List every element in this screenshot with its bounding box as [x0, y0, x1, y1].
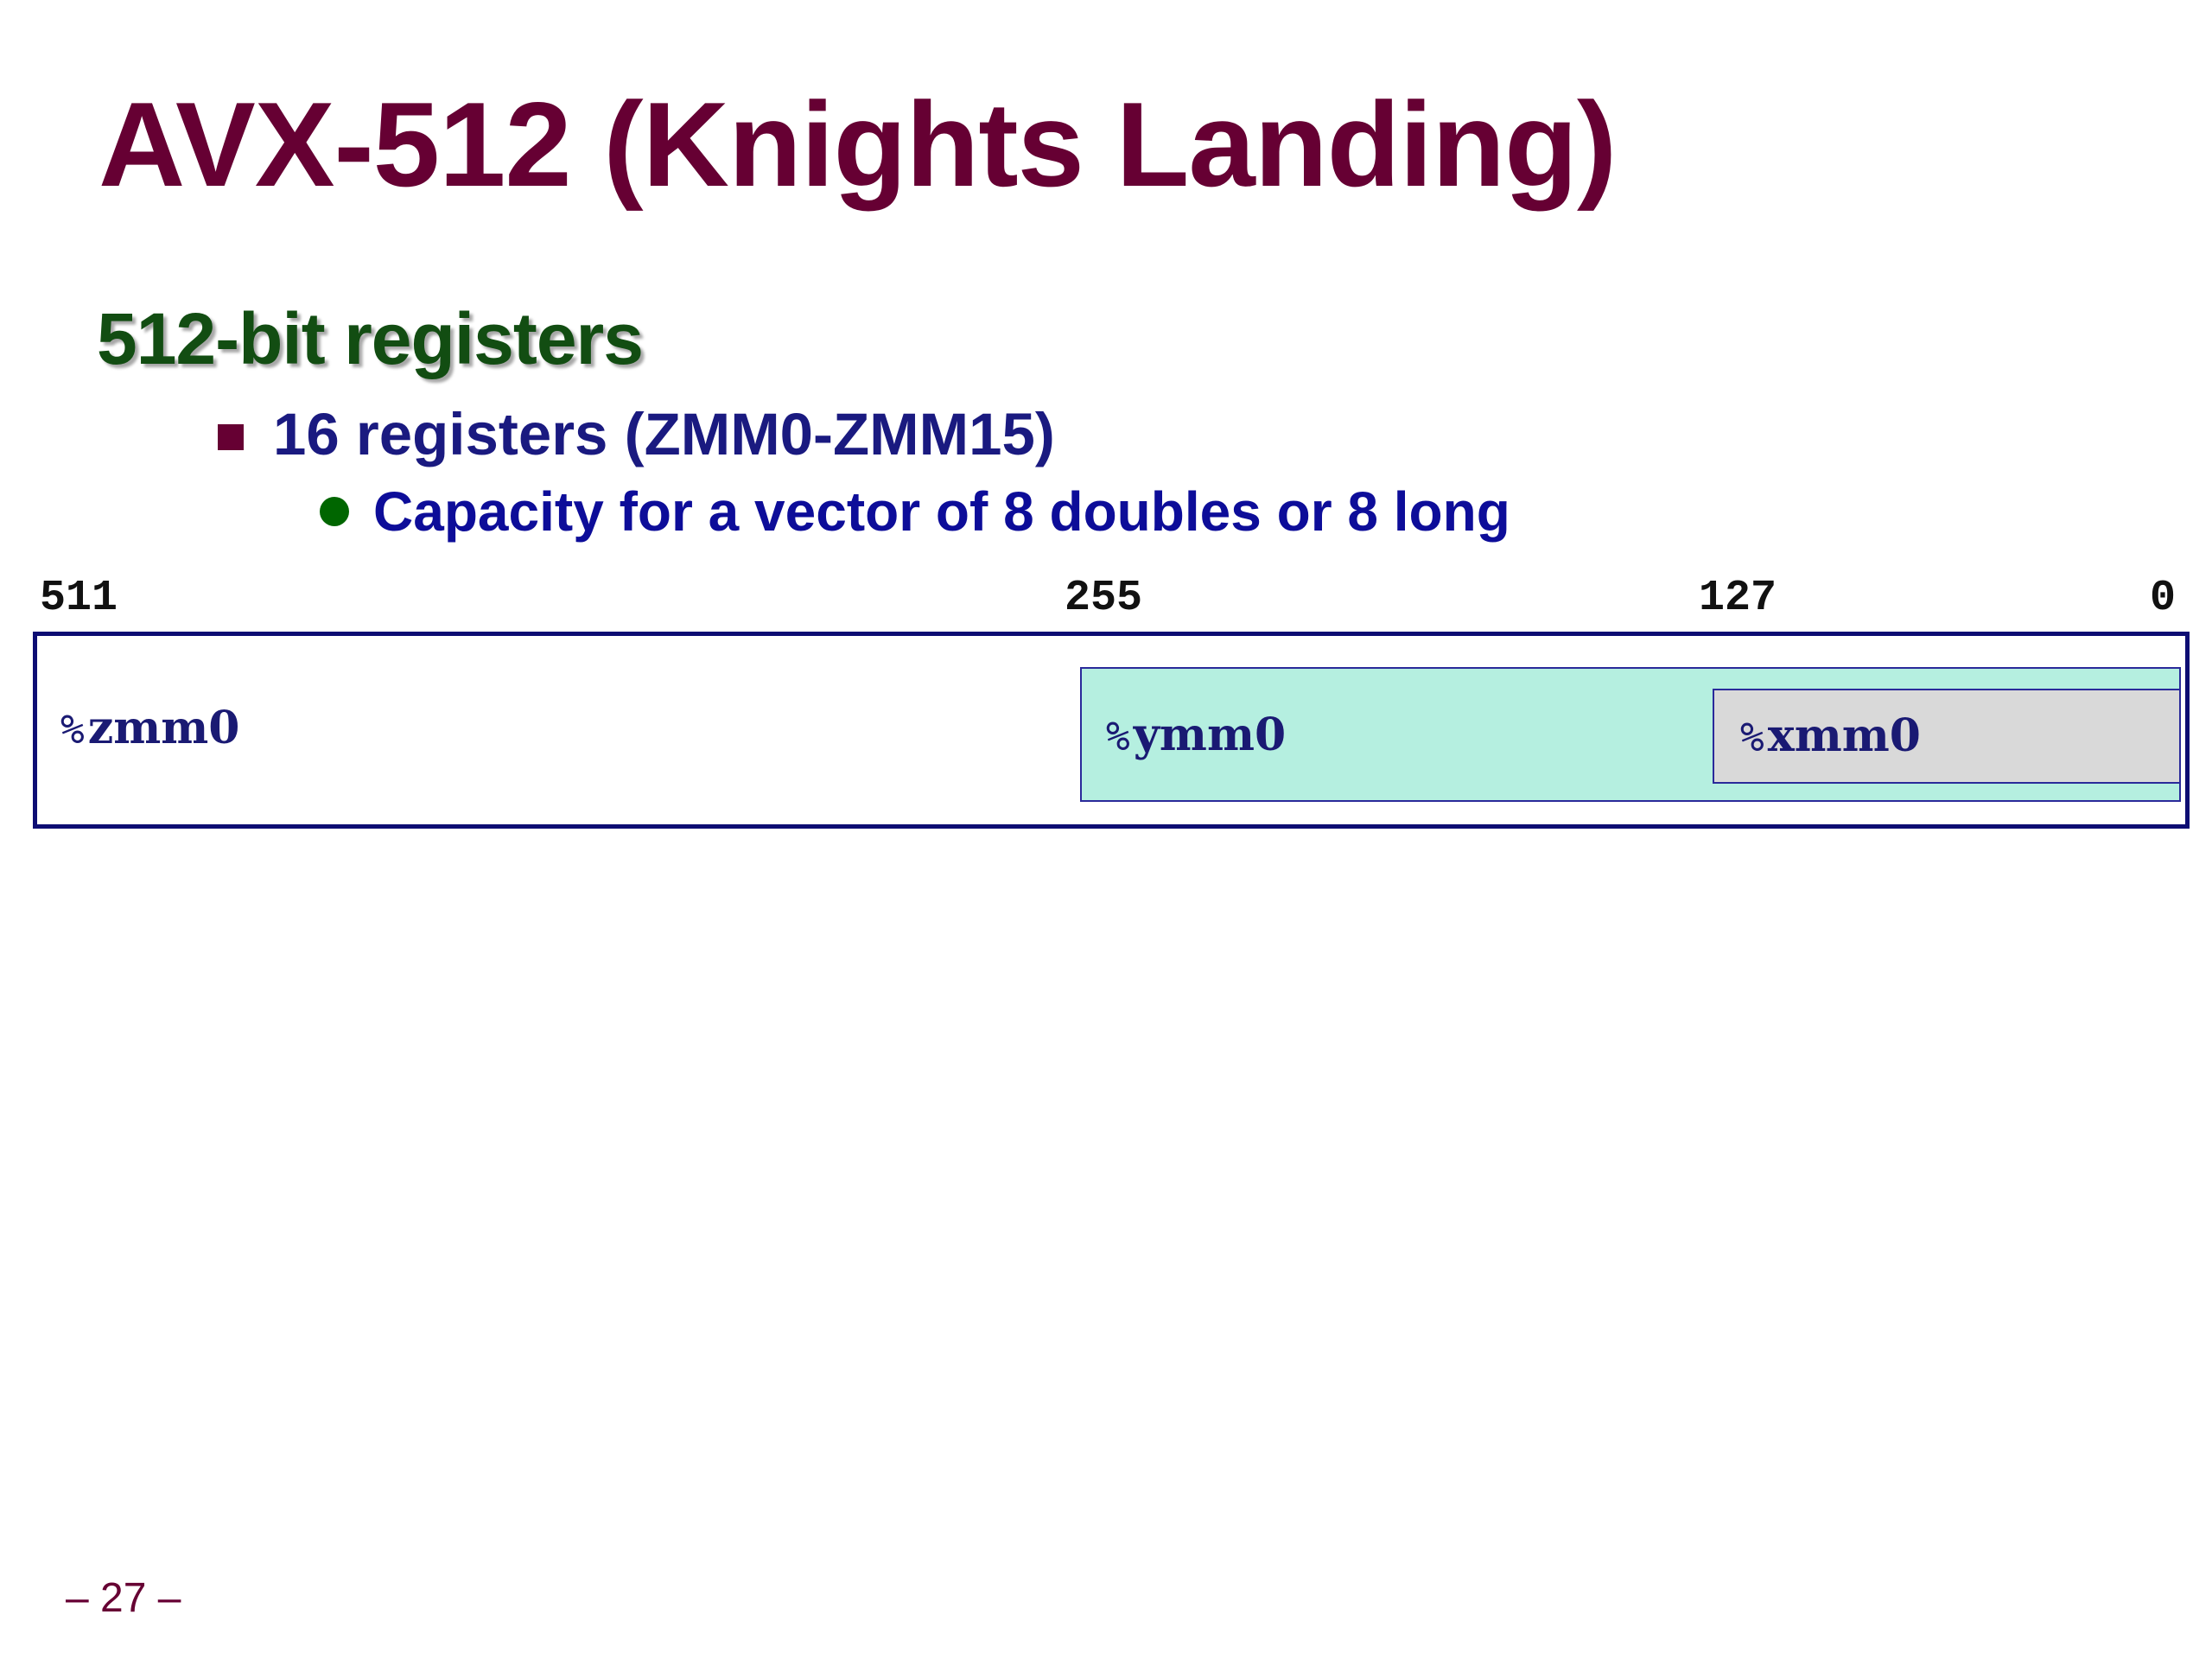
section-heading: 512-bit registers — [97, 298, 644, 379]
register-prefix: % — [1740, 714, 1764, 760]
slide-title: AVX-512 (Knights Landing) — [99, 78, 1617, 212]
bit-label-0: 0 — [2150, 574, 2177, 623]
register-name: ymm0 — [1133, 709, 1287, 761]
register-name: zmm0 — [87, 702, 240, 754]
bit-label-255: 255 — [1065, 574, 1143, 623]
register-prefix: % — [60, 706, 85, 753]
ymm0-label: %ymm0 — [1106, 713, 1286, 758]
circle-bullet-icon — [320, 497, 349, 526]
bullet-item: 16 registers (ZMM0-ZMM15) — [218, 404, 1055, 464]
register-prefix: % — [1106, 713, 1130, 760]
page-number: – 27 – — [66, 1575, 181, 1621]
xmm0-label: %xmm0 — [1740, 714, 1921, 759]
bullet-text: 16 registers (ZMM0-ZMM15) — [273, 401, 1055, 467]
bit-label-511: 511 — [40, 574, 118, 623]
square-bullet-icon — [218, 423, 244, 450]
bit-label-127: 127 — [1699, 574, 1777, 623]
sub-bullet-item: Capacity for a vector of 8 doubles or 8 … — [320, 484, 1510, 539]
register-name: xmm0 — [1767, 709, 1921, 762]
xmm0-register-box — [1713, 689, 2181, 784]
sub-bullet-text: Capacity for a vector of 8 doubles or 8 … — [373, 480, 1510, 543]
zmm0-label: %zmm0 — [60, 706, 239, 751]
